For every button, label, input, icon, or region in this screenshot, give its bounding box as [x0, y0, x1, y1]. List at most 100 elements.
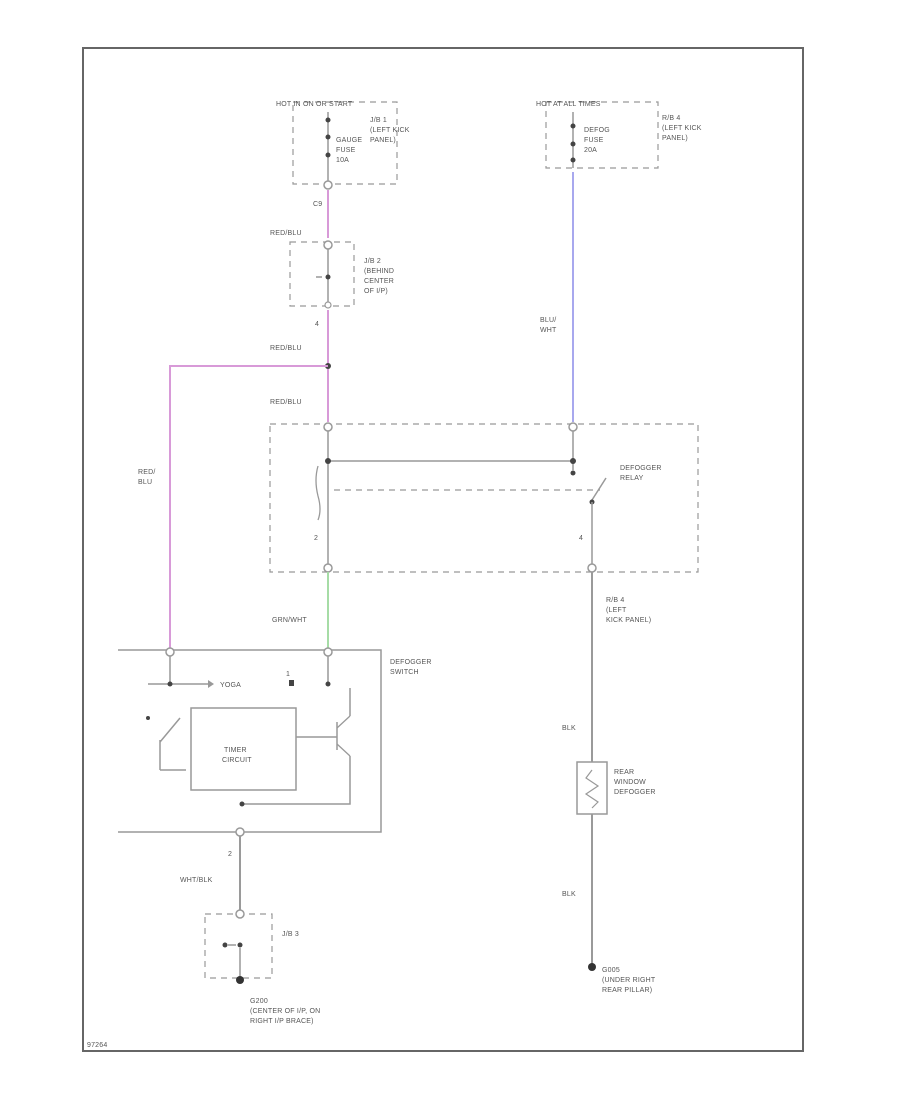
relay-contact-fixed [570, 470, 576, 476]
rb4-lower-3: KICK PANEL) [606, 617, 651, 624]
jb2-node [325, 274, 331, 280]
jb2-label-4: OF I/P) [364, 288, 388, 295]
relay-coil [315, 465, 321, 521]
wire-label-blu-wht-1: BLU/ [540, 317, 556, 324]
fuse-left-box-1: J/B 1 [370, 117, 387, 124]
rb4-node-top [570, 123, 576, 129]
ground-right-1: G005 [602, 967, 620, 974]
switch-node-right [325, 681, 331, 687]
rear-window-defogger [576, 761, 608, 815]
fuse-left-fuse-1: GAUGE [336, 137, 362, 144]
relay-pin-4 [587, 563, 597, 573]
wire-label-grn-wht: GRN/WHT [272, 617, 307, 624]
jb1-fuse-box [292, 101, 398, 185]
defogger-switch-box [118, 649, 382, 833]
jb2-label-3: CENTER [364, 278, 394, 285]
fuse-right-box-2: (LEFT KICK [662, 125, 702, 132]
jb3-node-right [237, 942, 243, 948]
fuse-right-title: HOT AT ALL TIMES [536, 101, 601, 108]
rb4-fuse-box [545, 101, 659, 169]
diagram-frame [82, 47, 804, 1052]
relay-node-right [570, 458, 576, 464]
fuse-left-title: HOT IN ON OR START [276, 101, 353, 108]
switch-node-bottom [239, 801, 245, 807]
wire-label-red-blu-2: RED/BLU [270, 345, 302, 352]
wire-label-blk-1: BLK [562, 725, 576, 732]
transistor-emitter-lead [242, 756, 351, 805]
jb2-connector-top [323, 240, 333, 250]
wire-label-wht-blk: WHT/BLK [180, 877, 213, 884]
fuse-right-fuse-2: FUSE [584, 137, 604, 144]
fuse-right-box-1: R/B 4 [662, 115, 681, 122]
pushbutton-arm [159, 717, 181, 743]
rb4-node-mid [570, 141, 576, 147]
fuse-right-fuse-3: 20A [584, 147, 597, 154]
defogger-relay-box [269, 423, 699, 573]
relay-label-2: RELAY [620, 475, 644, 482]
ground-g005 [588, 963, 596, 971]
ground-left-1: G200 [250, 998, 268, 1005]
relay-pin-2 [323, 563, 333, 573]
jb1-node-mid [325, 134, 331, 140]
switch-node-left [167, 681, 173, 687]
rear-defogger-3: DEFOGGER [614, 789, 656, 796]
wire-label-blu-wht-2: WHT [540, 327, 557, 334]
pin-4-top: 4 [315, 321, 319, 328]
jb1-node-top [325, 117, 331, 123]
jb2-label-2: (BEHIND [364, 268, 394, 275]
wire-label-red-blu-3: RED/BLU [270, 399, 302, 406]
relay-contact-arm [591, 477, 607, 501]
wire-label-red-blu-v1: RED/ [138, 469, 156, 476]
connector-c9 [323, 180, 333, 190]
jb3-label: J/B 3 [282, 931, 299, 938]
timer-label-2: CIRCUIT [222, 757, 252, 764]
fuse-left-fuse-3: 10A [336, 157, 349, 164]
indicator-arrow [208, 680, 214, 688]
figure-id: 97264 [87, 1042, 107, 1049]
wire-red-blu-branch [169, 365, 328, 648]
pushbutton-mark [146, 716, 150, 720]
timer-circuit [190, 707, 297, 791]
wire-label-blk-2: BLK [562, 891, 576, 898]
jb3-connector [235, 909, 245, 919]
ground-right-2: (UNDER RIGHT [602, 977, 656, 984]
fuse-left-fuse-2: FUSE [336, 147, 356, 154]
rb4-lower-2: (LEFT [606, 607, 627, 614]
jb3-node-left [222, 942, 228, 948]
jb2-box [289, 241, 355, 307]
relay-pin-4-label: 4 [579, 535, 583, 542]
transistor-emitter [336, 743, 351, 757]
switch-pin-right [323, 647, 333, 657]
fuse-left-box-3: PANEL) [370, 137, 396, 144]
relay-label-1: DEFOGGER [620, 465, 662, 472]
pin-c9: C9 [313, 201, 322, 208]
ground-left-2: (CENTER OF I/P, ON [250, 1008, 320, 1015]
jb2-connector-bottom [324, 301, 332, 309]
ground-right-3: REAR PILLAR) [602, 987, 652, 994]
pin-2-lower: 2 [228, 851, 232, 858]
switch-pin-1-label: 1 [286, 671, 290, 678]
relay-pin-left-top [323, 422, 333, 432]
fuse-right-fuse-1: DEFOG [584, 127, 610, 134]
switch-pin-left [165, 647, 175, 657]
rear-defogger-1: REAR [614, 769, 634, 776]
indicator-label: YOGA [220, 682, 241, 689]
rear-defogger-2: WINDOW [614, 779, 646, 786]
jb1-node-low [325, 152, 331, 158]
wire-label-red-blu-1: RED/BLU [270, 230, 302, 237]
relay-pin-right-top [568, 422, 578, 432]
relay-pin-2-label: 2 [314, 535, 318, 542]
ground-g200 [236, 976, 244, 984]
relay-node-left [325, 458, 331, 464]
rb4-lower-1: R/B 4 [606, 597, 625, 604]
defogger-element [584, 769, 600, 809]
wire-label-red-blu-v2: BLU [138, 479, 152, 486]
fuse-right-box-3: PANEL) [662, 135, 688, 142]
switch-label-1: DEFOGGER [390, 659, 432, 666]
switch-label-2: SWITCH [390, 669, 419, 676]
timer-label-1: TIMER [224, 747, 247, 754]
ground-left-3: RIGHT I/P BRACE) [250, 1018, 314, 1025]
fuse-left-box-2: (LEFT KICK [370, 127, 410, 134]
rb4-node-low [570, 157, 576, 163]
